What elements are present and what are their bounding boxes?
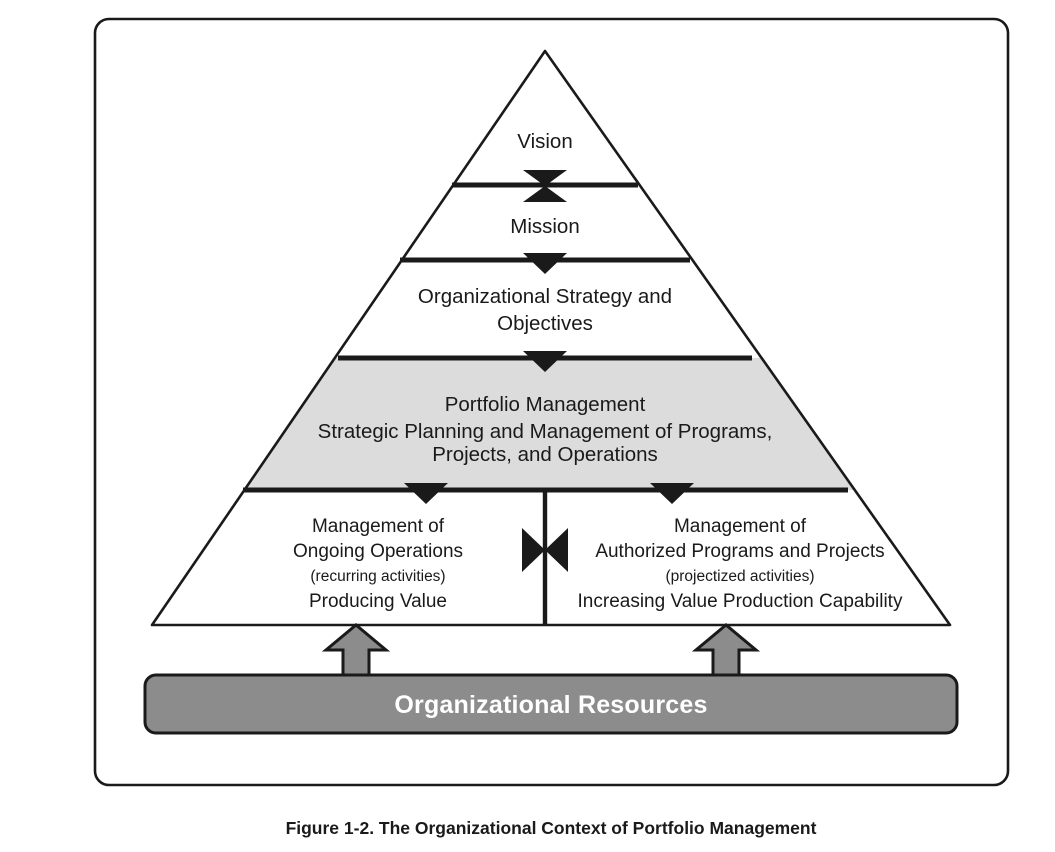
level-label-portfolio-line1: Portfolio Management xyxy=(445,393,646,416)
arrow-up-icon-resources-right xyxy=(691,623,761,677)
arrow-down-icon-mission-strategy xyxy=(523,253,567,274)
level-label-portfolio-line2: Strategic Planning and Management of Pro… xyxy=(318,420,773,443)
figure-frame xyxy=(93,17,1010,787)
level-label-portfolio-line3: Projects, and Operations xyxy=(432,443,658,466)
base-cell-authorized-programs-projects: Management of Authorized Programs and Pr… xyxy=(578,516,903,612)
level-label-vision: Vision xyxy=(517,130,572,153)
arrow-down-icon-portfolio-projects xyxy=(650,483,694,504)
pyramid-outline xyxy=(150,49,952,627)
base-right-line2: Authorized Programs and Projects xyxy=(595,541,884,562)
organizational-resources-bar xyxy=(143,673,959,735)
level-label-strategy-line1: Organizational Strategy and xyxy=(418,285,672,308)
arrow-down-icon-portfolio-operations xyxy=(404,483,448,504)
organizational-resources-label: Organizational Resources xyxy=(394,691,707,719)
figure-caption: Figure 1-2. The Organizational Context o… xyxy=(286,818,817,838)
base-right-line4: Increasing Value Production Capability xyxy=(578,591,903,612)
bowtie-vertical-icon xyxy=(523,170,567,202)
arrow-up-icon-resources-left xyxy=(321,623,391,677)
base-cell-ongoing-operations: Management of Ongoing Operations (recurr… xyxy=(293,516,463,612)
base-left-line3: (recurring activities) xyxy=(310,568,445,585)
base-right-line1: Management of xyxy=(674,516,807,537)
level-label-mission: Mission xyxy=(510,215,580,238)
bowtie-horizontal-icon xyxy=(522,528,568,572)
base-left-line2: Ongoing Operations xyxy=(293,541,463,562)
base-left-line4: Producing Value xyxy=(309,591,447,612)
base-right-line3: (projectized activities) xyxy=(665,568,814,585)
arrow-down-icon-strategy-portfolio xyxy=(523,351,567,372)
level-label-strategy-line2: Objectives xyxy=(497,312,593,335)
base-left-line1: Management of xyxy=(312,516,445,537)
